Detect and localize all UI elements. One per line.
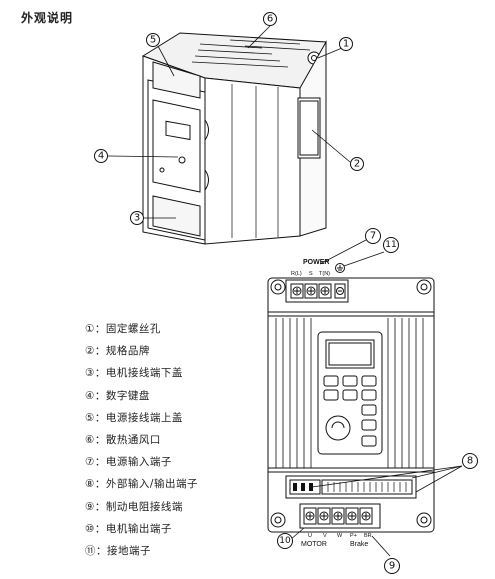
- page-title: 外观说明: [21, 11, 74, 25]
- legend-item: ②：规格品牌: [85, 345, 150, 358]
- legend-item: ⑦：电源输入端子: [85, 456, 172, 469]
- legend-item: ⑥：散热通风口: [85, 434, 161, 447]
- power-term-r: R(L): [291, 271, 302, 277]
- motor-label: MOTOR: [301, 541, 327, 548]
- legend-item: ⑧：外部输入/输出端子: [85, 478, 198, 491]
- callout-3: 3: [134, 213, 140, 224]
- motor-term-v: V: [323, 533, 327, 539]
- legend-item: ⑨：制动电阻接线端: [85, 500, 183, 513]
- callout-5: 5: [150, 35, 156, 46]
- callout-4: 4: [98, 151, 104, 162]
- callout-6: 6: [267, 14, 273, 25]
- power-term-t: T(N): [319, 271, 330, 277]
- motor-term-u: U: [308, 533, 312, 539]
- motor-term-w: W: [337, 533, 343, 539]
- brake-label: Brake: [350, 541, 368, 548]
- legend-item: ③：电机接线端下盖: [85, 367, 183, 380]
- power-term-s: S: [309, 271, 313, 277]
- legend-item: ⑤：电源接线端上盖: [85, 411, 183, 424]
- power-label: POWER: [303, 259, 329, 266]
- legend-item: ④：数字键盘: [85, 389, 150, 402]
- callout-8: 8: [467, 456, 473, 467]
- legend-list: ①：固定螺丝孔 ②：规格品牌 ③：电机接线端下盖 ④：数字键盘 ⑤：电源接线端上…: [85, 318, 198, 562]
- callout-7: 7: [370, 231, 376, 242]
- brake-term-br: BR: [364, 533, 372, 539]
- brake-term-p: P+: [350, 533, 357, 539]
- legend-item: ①：固定螺丝孔: [85, 323, 161, 335]
- drive-3d-view: [141, 32, 327, 245]
- callout-9: 9: [389, 561, 395, 572]
- legend-item: ⑩：电机输出端子: [85, 522, 172, 535]
- legend-item: ⑪：接地端子: [85, 545, 151, 558]
- callout-11: 11: [385, 240, 396, 250]
- callout-10: 10: [279, 536, 291, 546]
- callout-2: 2: [354, 159, 360, 170]
- callout-1: 1: [343, 39, 349, 50]
- drive-front-view: [267, 277, 435, 533]
